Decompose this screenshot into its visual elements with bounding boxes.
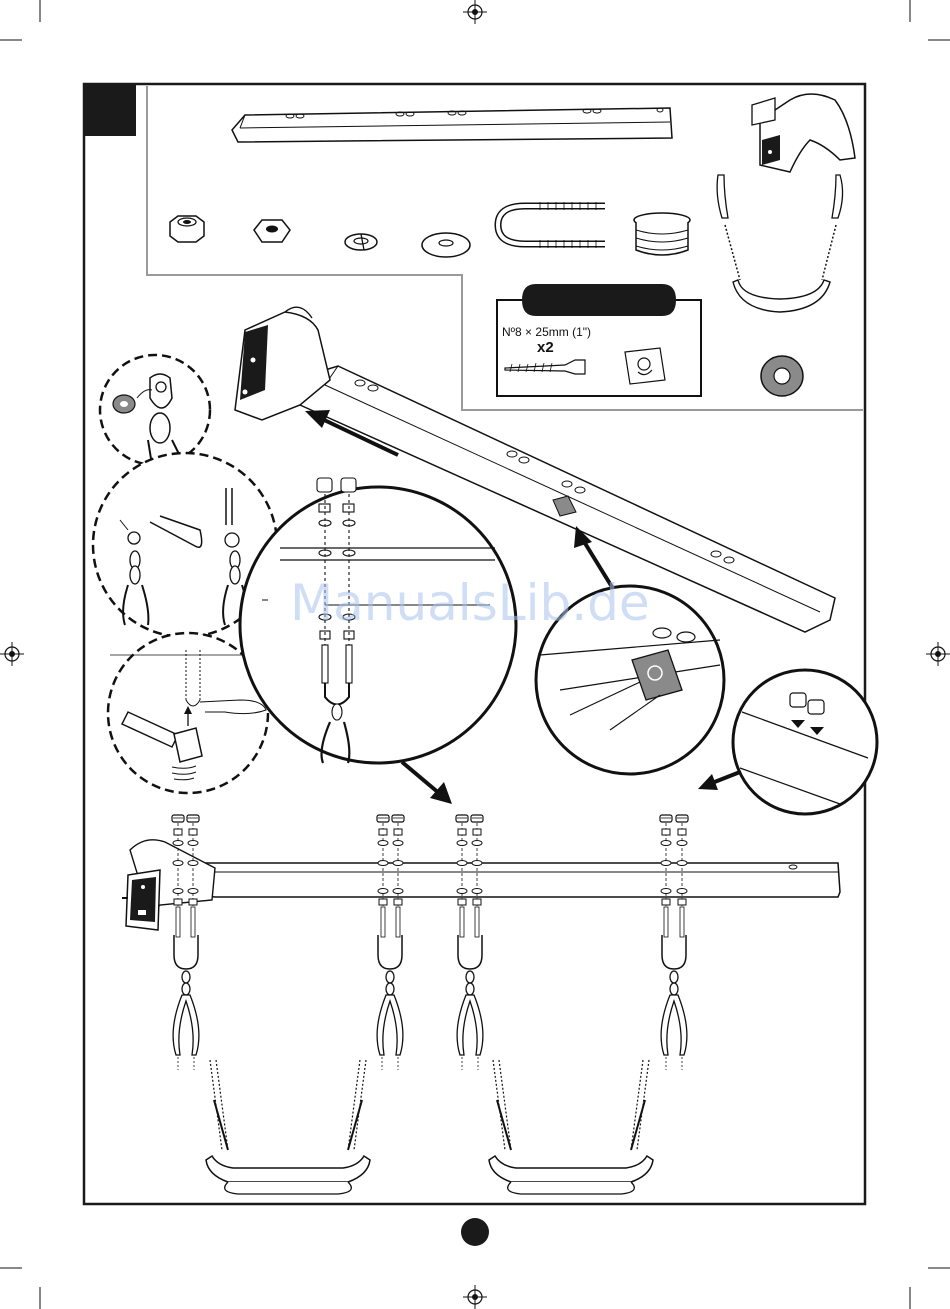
pointer-arrow	[698, 772, 740, 790]
label-plate-icon	[625, 348, 665, 384]
parts-box-tab	[522, 284, 676, 316]
hex-nut-icon	[254, 220, 290, 242]
detail-circle-caps	[733, 670, 877, 814]
swing-seat-icon	[489, 1060, 653, 1194]
registration-mark-icon	[0, 642, 24, 666]
swing-seat-icon	[206, 1060, 370, 1194]
chain-hanger	[173, 935, 687, 1070]
screw-quantity-label: x2	[537, 339, 554, 356]
main-beam	[122, 840, 840, 930]
lock-nut-icon	[170, 216, 204, 242]
bracket-icon	[752, 94, 855, 172]
flat-washer-icon	[422, 233, 470, 257]
watermark: ManualsLib.de	[290, 574, 650, 632]
end-cap-icon	[634, 213, 690, 255]
swing-seat-icon	[717, 175, 842, 312]
beam-part	[232, 108, 672, 142]
step-marker	[84, 84, 136, 136]
screw-spec-label: Nº8 × 25mm (1")	[502, 325, 591, 339]
u-bolt-icon	[498, 202, 605, 248]
registration-mark-icon	[463, 0, 487, 24]
spacer-ring-icon	[761, 356, 803, 396]
detail-circle-eyelet	[100, 355, 210, 465]
registration-mark-icon	[926, 642, 950, 666]
pointer-arrow	[402, 762, 452, 804]
page-number-dot	[461, 1218, 489, 1246]
spring-washer-icon	[345, 234, 377, 250]
registration-mark-icon	[463, 1285, 487, 1309]
